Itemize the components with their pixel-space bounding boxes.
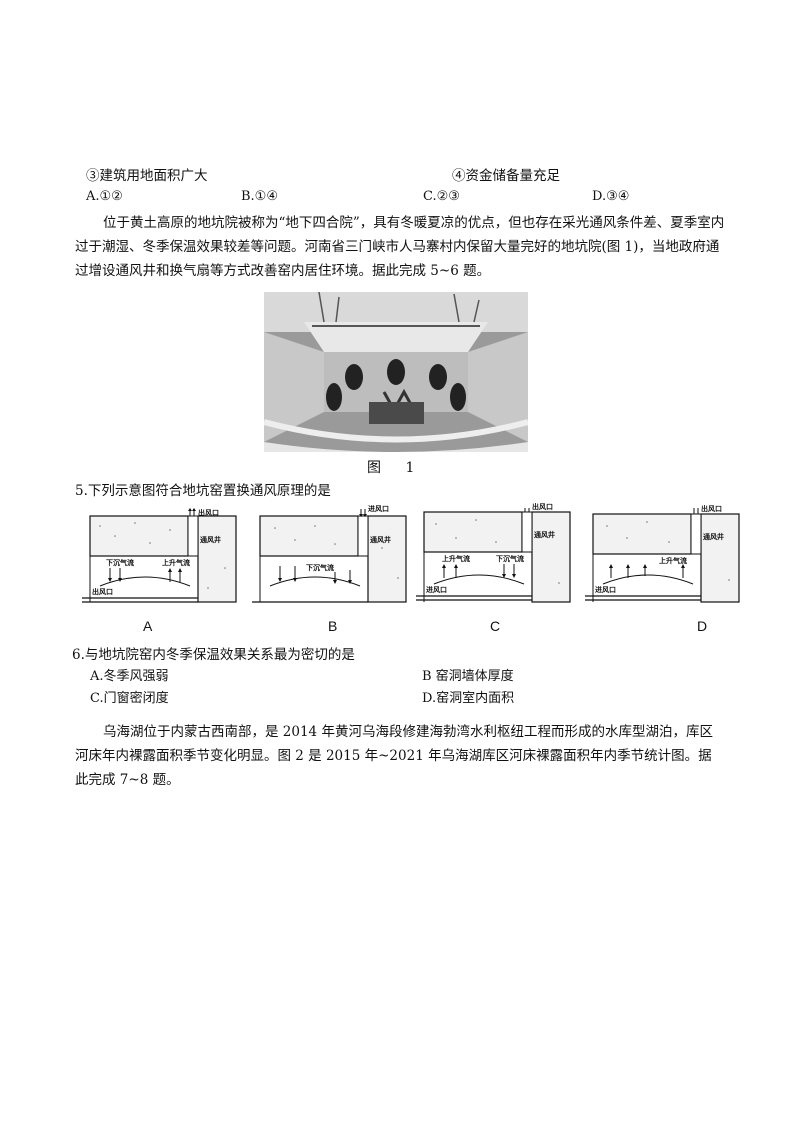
- q6-choice-a[interactable]: A.冬季风强弱: [90, 669, 169, 684]
- diagram-c-left-flow: 上升气流: [442, 556, 470, 563]
- question-6-stem: 6.与地坑院窑内冬季保温效果关系最为密切的是: [72, 647, 355, 663]
- diagram-c[interactable]: 出风口 通风井 上升气流 下沉气流 进风口: [414, 504, 574, 612]
- diagram-a-label[interactable]: A: [143, 618, 153, 634]
- diagram-b[interactable]: 进风口 通风井 下沉气流: [250, 506, 410, 612]
- diagram-b-right-flow: 下沉气流: [306, 565, 334, 572]
- passage-wuhai-lake: 乌海湖位于内蒙古西南部，是 2014 年黄河乌海段修建海勃湾水利枢纽工程而形成的…: [75, 724, 713, 788]
- diagram-a-right-flow: 上升气流: [162, 560, 190, 567]
- diagram-c-bottom-port: 进风口: [426, 587, 447, 594]
- diagram-d-bottom-port: 进风口: [595, 587, 616, 594]
- diagram-c-right-flow: 下沉气流: [496, 556, 524, 563]
- diagram-d-label[interactable]: D: [697, 618, 708, 634]
- diagram-a-bottom-port: 出风口: [92, 589, 113, 596]
- option-item-3: ③建筑用地面积广大: [86, 168, 208, 184]
- choice-c[interactable]: C.②③: [423, 189, 460, 204]
- q6-choice-c[interactable]: C.门窗密闭度: [90, 691, 169, 706]
- diagram-d-shaft: 通风井: [703, 534, 724, 541]
- q6-choice-d[interactable]: D.窑洞室内面积: [422, 691, 515, 706]
- diagram-d[interactable]: 出风口 通风井 上升气流 进风口: [583, 506, 743, 612]
- diagram-c-label[interactable]: C: [490, 618, 501, 634]
- diagram-d-top-port: 出风口: [701, 506, 722, 513]
- option-item-4: ④资金储备量充足: [452, 168, 560, 184]
- question-5-stem: 5.下列示意图符合地坑窑置换通风原理的是: [75, 483, 331, 499]
- q6-choice-b[interactable]: B 窑洞墙体厚度: [422, 669, 514, 684]
- choice-d[interactable]: D.③④: [592, 189, 630, 204]
- diagram-a-top-port: 出风口: [198, 510, 219, 517]
- diagram-c-shaft: 通风井: [534, 532, 555, 539]
- diagram-b-label[interactable]: B: [328, 618, 338, 634]
- diagram-b-top-port: 进风口: [368, 506, 389, 513]
- diagram-a-left-flow: 下沉气流: [106, 560, 134, 567]
- choice-a[interactable]: A.①②: [86, 189, 123, 204]
- diagram-c-top-port: 出风口: [532, 504, 553, 511]
- figure-1-photo: [264, 292, 528, 452]
- diagram-a[interactable]: 出风口 通风井 下沉气流 上升气流 出风口: [80, 508, 240, 612]
- choice-b[interactable]: B.①④: [241, 189, 278, 204]
- figure-1-caption: 图 1: [367, 460, 425, 476]
- diagram-b-shaft: 通风井: [370, 537, 391, 544]
- diagram-a-shaft: 通风井: [200, 537, 221, 544]
- diagram-d-right-flow: 上升气流: [659, 558, 687, 565]
- passage-dikengyuan: 位于黄土高原的地坑院被称为“地下四合院”，具有冬暖夏凉的优点，但也存在采光通风条…: [75, 215, 725, 279]
